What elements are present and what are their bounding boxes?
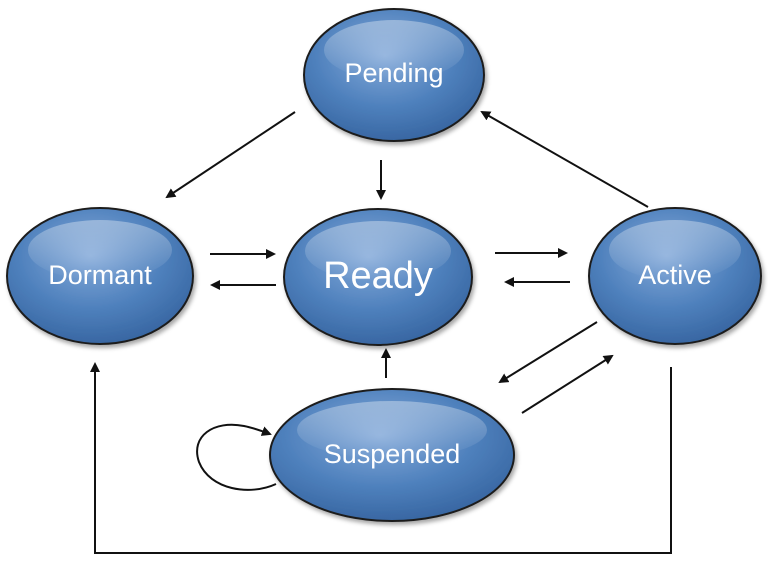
arrow-pending-to-dormant [165, 111, 296, 199]
node-suspended-gloss [297, 401, 487, 459]
arrow-suspended-self-loop [196, 423, 277, 491]
node-dormant-label: Dormant [48, 260, 152, 290]
node-pending [303, 8, 485, 142]
node-pending-gloss [324, 20, 464, 80]
arrow-active-to-pending [480, 111, 649, 208]
arrow-suspended-to-active [521, 354, 614, 414]
node-ready [283, 208, 473, 346]
node-suspended [269, 388, 515, 522]
node-active-label: Active [638, 260, 712, 290]
node-active-gloss [609, 220, 741, 280]
arrows [90, 111, 672, 554]
node-ready-label: Ready [323, 255, 433, 297]
node-dormant-gloss [28, 220, 172, 280]
node-suspended-label: Suspended [324, 439, 461, 469]
arrow-active-to-suspended [498, 321, 598, 384]
node-active [588, 207, 762, 345]
node-pending-label: Pending [344, 58, 443, 88]
node-ready-gloss [305, 221, 451, 281]
node-dormant [6, 207, 194, 345]
arrow-active-to-dormant [90, 362, 672, 554]
